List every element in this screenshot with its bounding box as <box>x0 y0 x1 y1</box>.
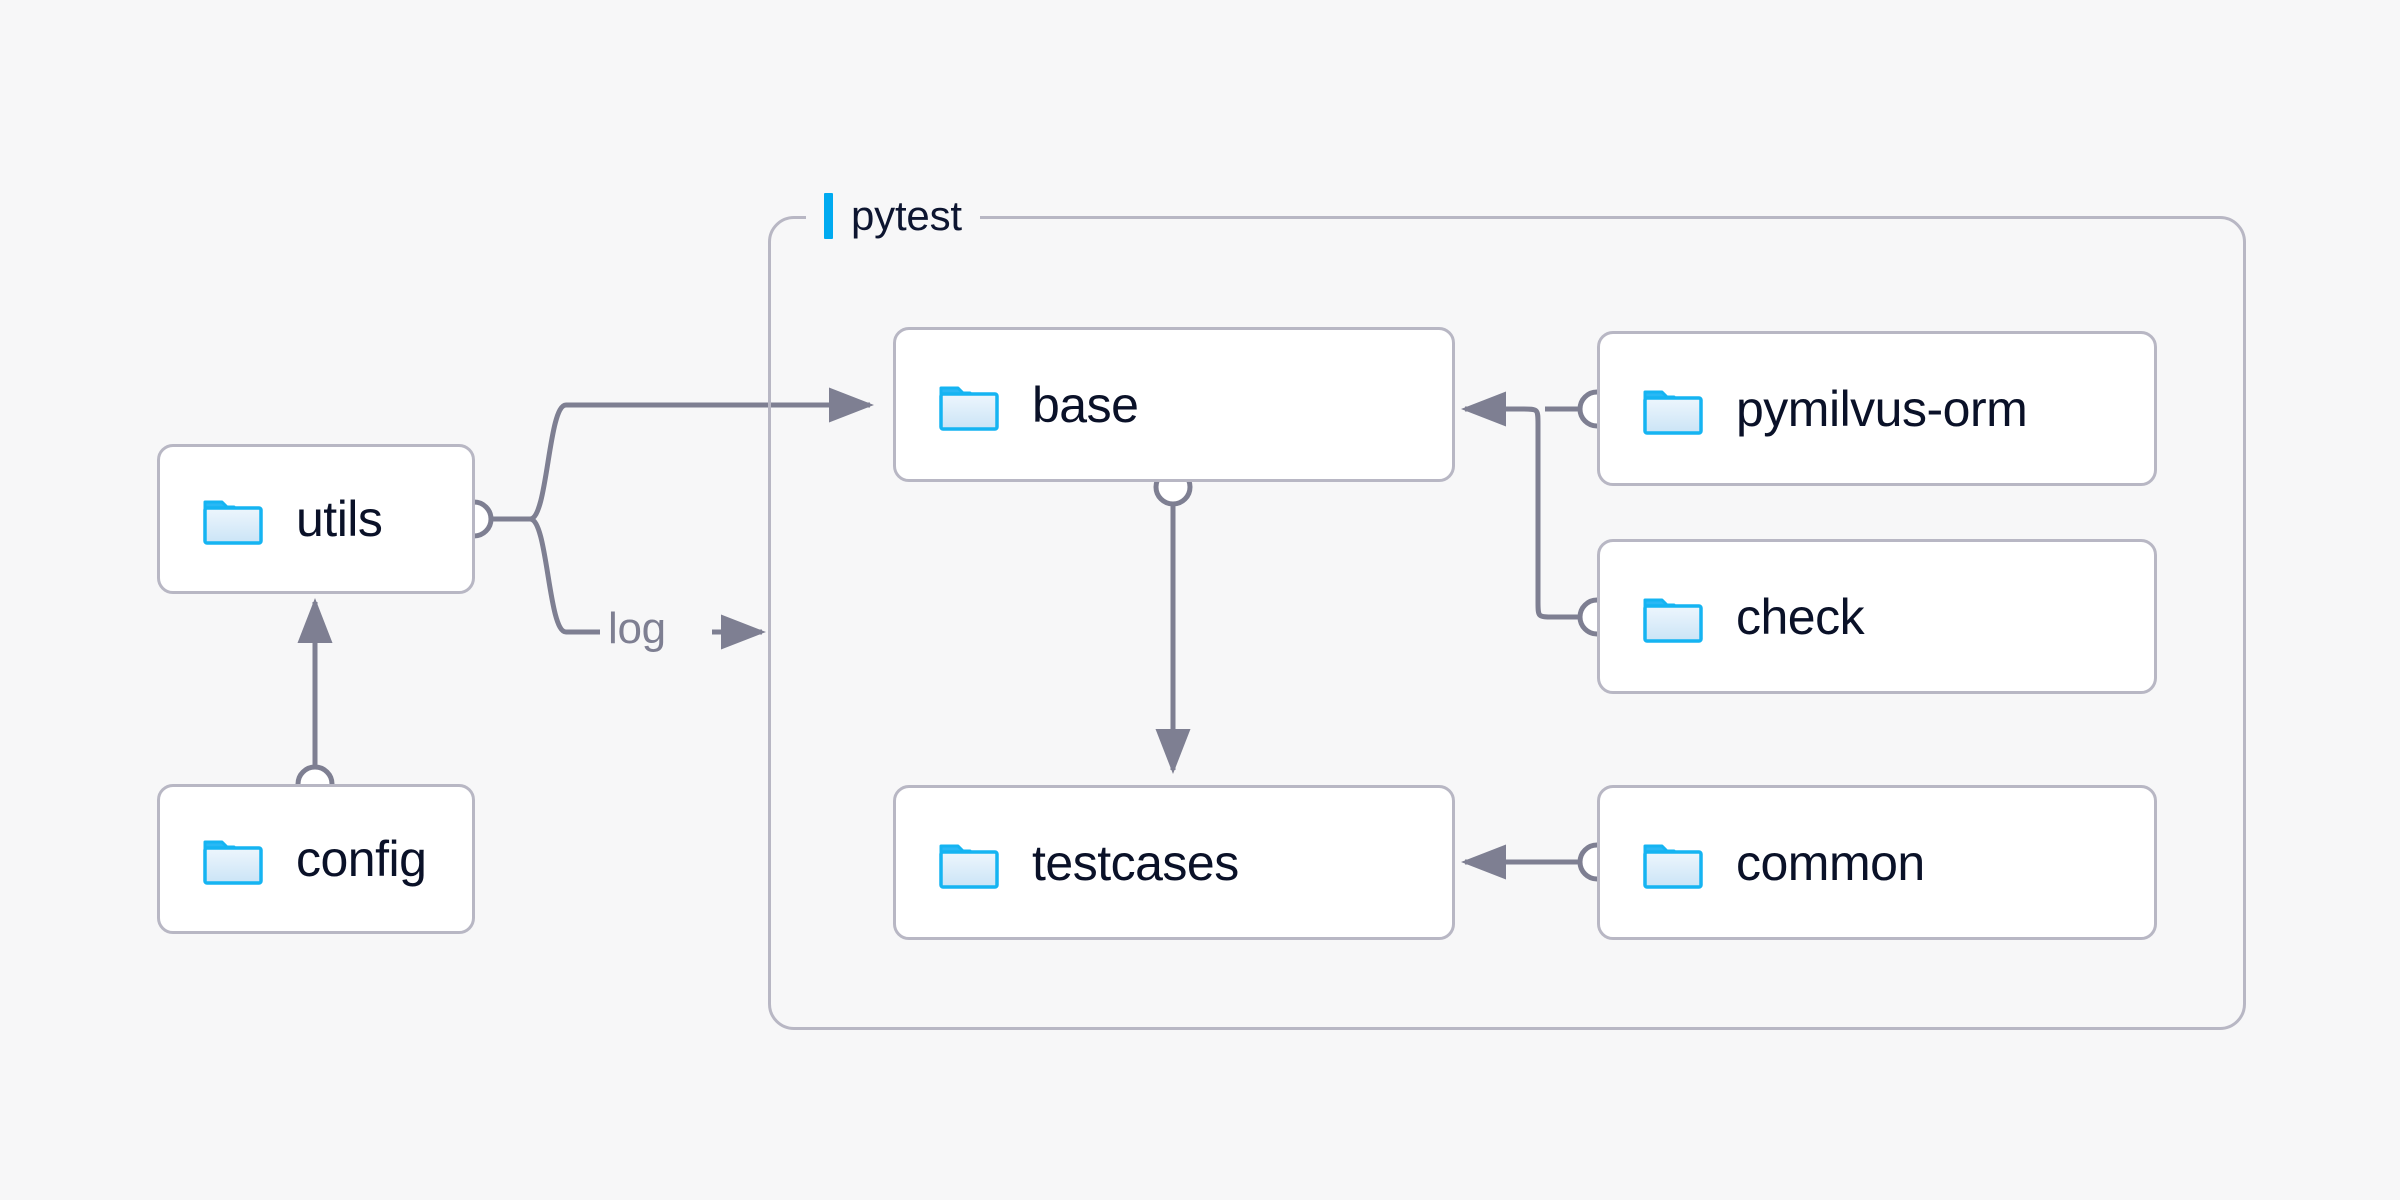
edge-label-log: log <box>608 604 666 653</box>
folder-icon <box>202 832 264 886</box>
folder-icon <box>938 378 1000 432</box>
node-base[interactable]: base <box>893 327 1455 482</box>
folder-icon <box>938 836 1000 890</box>
node-common-label: common <box>1736 834 1925 891</box>
node-testcases[interactable]: testcases <box>893 785 1455 940</box>
node-config[interactable]: config <box>157 784 475 934</box>
group-pytest-label: pytest <box>806 187 980 245</box>
edge-config-to-utils <box>295 597 335 804</box>
node-check[interactable]: check <box>1597 539 2157 694</box>
group-pytest[interactable] <box>768 216 2246 1030</box>
node-check-label: check <box>1736 588 1865 645</box>
node-testcases-label: testcases <box>1032 834 1239 891</box>
node-utils[interactable]: utils <box>157 444 475 594</box>
folder-icon <box>1642 590 1704 644</box>
folder-icon <box>1642 382 1704 436</box>
folder-icon <box>202 492 264 546</box>
node-pymilvus-orm-label: pymilvus-orm <box>1736 380 2028 437</box>
node-base-label: base <box>1032 376 1139 433</box>
folder-icon <box>1642 836 1704 890</box>
group-accent-bar <box>824 193 833 239</box>
node-pymilvus-orm[interactable]: pymilvus-orm <box>1597 331 2157 486</box>
node-common[interactable]: common <box>1597 785 2157 940</box>
group-pytest-label-text: pytest <box>851 192 962 239</box>
node-utils-label: utils <box>296 491 383 547</box>
node-config-label: config <box>296 831 427 887</box>
